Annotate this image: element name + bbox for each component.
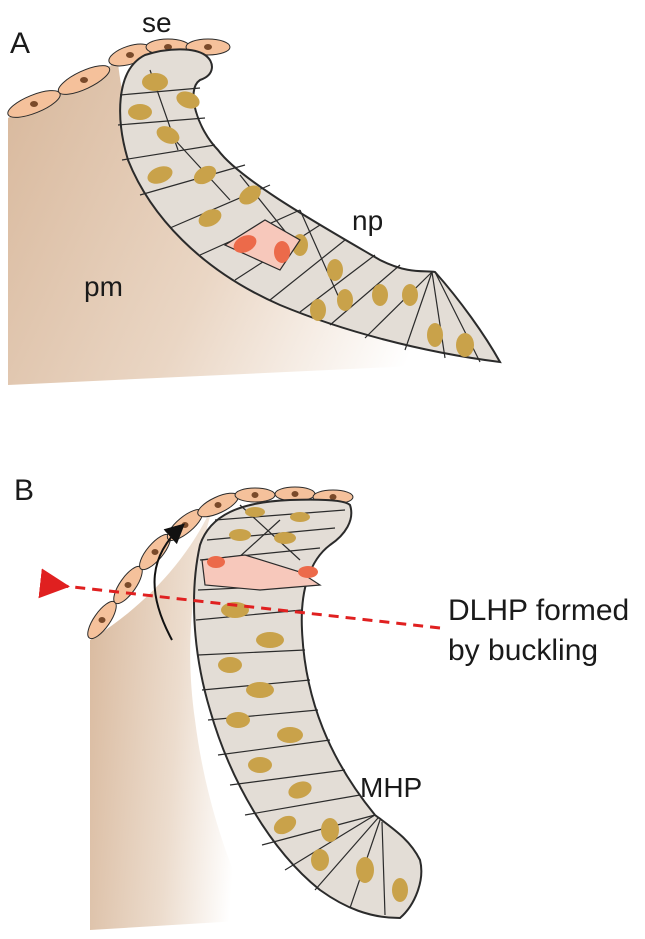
panel-b-label: B bbox=[14, 474, 34, 507]
neural-fold-b bbox=[194, 500, 421, 918]
annotation-line-2: by buckling bbox=[448, 634, 598, 667]
highlight-nucleus-a2 bbox=[274, 241, 290, 263]
panel-b: B DLHP formed by buckling MHP bbox=[14, 474, 629, 930]
surface-ectoderm-label: se bbox=[142, 7, 172, 38]
annotation-line-1: DLHP formed bbox=[448, 594, 629, 627]
highlight-nucleus-b1 bbox=[207, 556, 225, 568]
paraxial-mesoderm-label: pm bbox=[84, 271, 123, 302]
neural-plate-label: np bbox=[352, 205, 383, 236]
highlight-nucleus-b2 bbox=[298, 566, 318, 578]
panel-a: A se np pm bbox=[5, 7, 500, 385]
panel-a-label: A bbox=[10, 27, 30, 60]
median-hinge-point-label: MHP bbox=[360, 772, 422, 803]
